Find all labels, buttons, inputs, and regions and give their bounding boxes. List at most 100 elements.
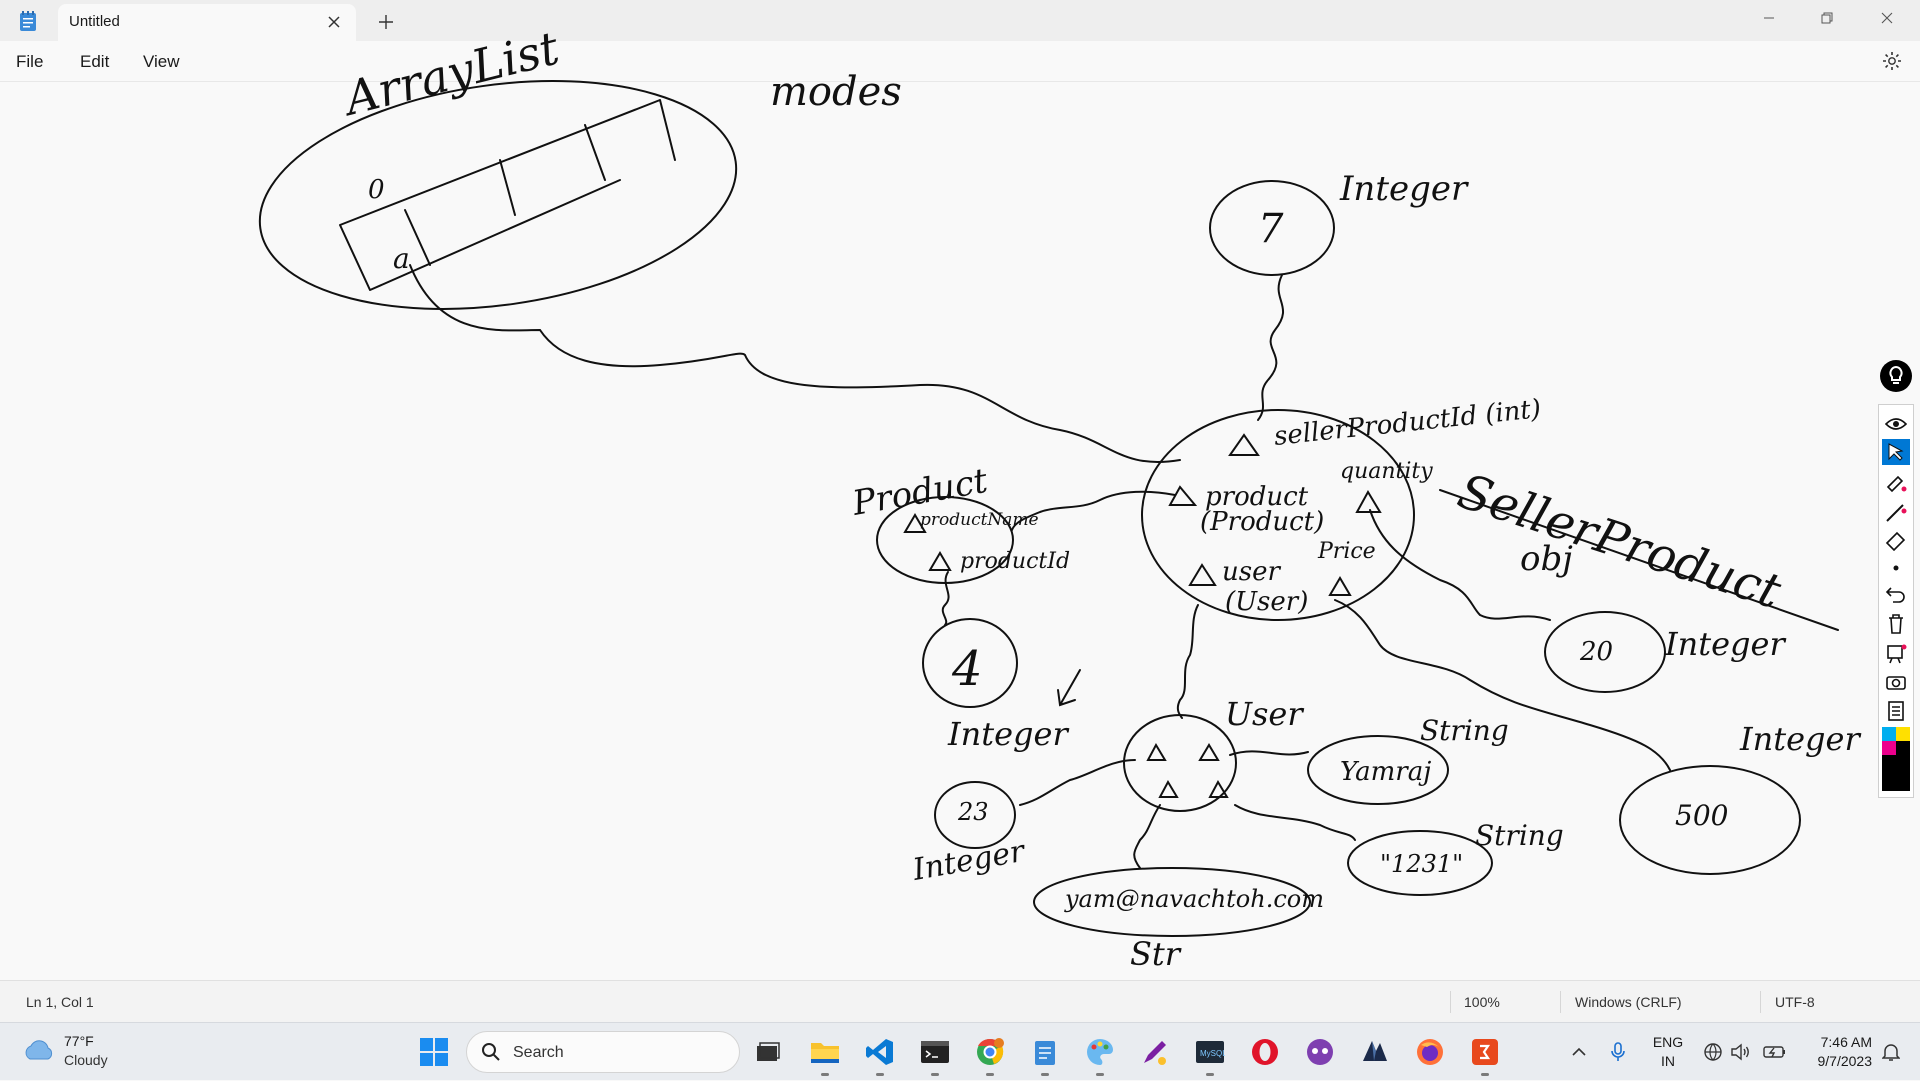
restore-button[interactable] (1798, 0, 1856, 36)
running-indicator (821, 1073, 829, 1076)
pen-clear-button[interactable] (1882, 611, 1910, 637)
taskbar-intellij[interactable] (1355, 1032, 1395, 1072)
clock-date: 9/7/2023 (1817, 1053, 1873, 1069)
color-swatch-yellow[interactable] (1896, 727, 1910, 741)
search-placeholder: Search (513, 1044, 564, 1061)
menu-bar: File Edit View (0, 41, 1920, 82)
pen-size-button[interactable] (1882, 555, 1910, 581)
color-swatch-black-small[interactable] (1896, 741, 1910, 755)
taskbar-paint[interactable] (1080, 1032, 1120, 1076)
microphone-button[interactable] (1604, 1023, 1632, 1081)
pen-clipboard-button[interactable] (1882, 697, 1910, 723)
camera-icon (1886, 676, 1906, 690)
weather-description: Cloudy (64, 1052, 108, 1068)
weather-widget[interactable]: 77°F Cloudy (0, 1023, 130, 1081)
status-divider (1450, 991, 1451, 1013)
color-swatch-black[interactable] (1882, 755, 1910, 791)
chevron-up-icon (1572, 1047, 1586, 1056)
language-indicator[interactable]: ENG IN (1650, 1033, 1686, 1071)
pen-line-icon (1886, 504, 1907, 522)
pen-icon (1144, 1041, 1166, 1065)
color-swatch-cyan[interactable] (1882, 727, 1896, 741)
task-view-icon (757, 1042, 780, 1061)
battery-button[interactable] (1760, 1023, 1790, 1081)
notifications-button[interactable] (1876, 1023, 1906, 1081)
clock-time: 7:46 AM (1820, 1034, 1872, 1050)
recorder-icon (1472, 1039, 1498, 1065)
pen-color-palette[interactable] (1882, 727, 1910, 791)
menu-view[interactable]: View (143, 52, 180, 71)
pen-undo-button[interactable] (1882, 581, 1910, 607)
pen-eraser-button[interactable] (1882, 527, 1910, 553)
eye-icon (1885, 418, 1907, 430)
status-divider (1760, 991, 1761, 1013)
show-hidden-icons-button[interactable] (1565, 1023, 1593, 1081)
pen-toolbar-body (1878, 404, 1914, 798)
taskbar-opera[interactable] (1245, 1032, 1285, 1072)
taskbar-firefox[interactable] (1410, 1032, 1450, 1072)
notepad-app-icon (20, 11, 36, 31)
mysql-workbench-icon: MySQL (1196, 1041, 1225, 1063)
paint-palette-icon (1087, 1039, 1113, 1065)
title-bar: Untitled (0, 0, 1920, 41)
color-swatch-magenta[interactable] (1882, 741, 1896, 755)
taskbar-terminal[interactable] (915, 1032, 955, 1076)
encoding: UTF-8 (1775, 994, 1815, 1010)
taskbar-mysql-workbench[interactable]: MySQL (1190, 1032, 1230, 1076)
status-divider (1560, 991, 1561, 1013)
network-button[interactable] (1700, 1023, 1726, 1081)
volume-button[interactable] (1728, 1023, 1754, 1081)
running-indicator (876, 1073, 884, 1076)
cursor-arrow-icon (1888, 443, 1904, 461)
clipboard-icon (1888, 701, 1904, 721)
notepad-icon (1035, 1041, 1055, 1065)
globe-icon (1704, 1043, 1722, 1061)
cloud-icon (25, 1040, 53, 1060)
pen-board-button[interactable] (1882, 641, 1910, 667)
speaker-icon (1731, 1043, 1749, 1061)
language-region: IN (1661, 1053, 1675, 1069)
line-ending: Windows (CRLF) (1575, 994, 1682, 1010)
pen-ruler-button[interactable] (1882, 499, 1910, 525)
pen-toggle-button[interactable] (1880, 360, 1912, 392)
minimize-button[interactable] (1740, 0, 1798, 36)
taskbar-ink-tool[interactable] (1135, 1032, 1175, 1072)
taskbar-file-explorer[interactable] (805, 1032, 845, 1076)
running-indicator (931, 1073, 939, 1076)
close-icon (1881, 12, 1893, 24)
close-tab-icon[interactable] (322, 10, 346, 34)
running-indicator (1481, 1073, 1489, 1076)
dot-icon (1893, 565, 1899, 571)
windows-start-icon[interactable] (419, 1037, 449, 1067)
new-tab-button[interactable] (374, 10, 398, 34)
weather-temperature: 77°F (64, 1033, 94, 1049)
language-code: ENG (1652, 1034, 1684, 1050)
text-editor-area[interactable] (0, 82, 1920, 980)
undo-icon (1885, 587, 1905, 603)
taskbar-discord-like[interactable] (1300, 1032, 1340, 1072)
whiteboard-icon (1887, 644, 1907, 664)
taskbar: 77°F Cloudy Search MySQL (0, 1022, 1920, 1080)
pen-screenshot-button[interactable] (1882, 669, 1910, 695)
tab-untitled[interactable]: Untitled (58, 4, 356, 41)
pen-highlighter-button[interactable] (1882, 469, 1910, 495)
eraser-icon (1885, 531, 1906, 551)
settings-gear-icon[interactable] (1880, 49, 1904, 73)
pen-cursor-button[interactable] (1882, 439, 1910, 465)
lightbulb-icon (1889, 365, 1903, 384)
menu-edit[interactable]: Edit (80, 52, 110, 71)
cursor-position: Ln 1, Col 1 (26, 994, 94, 1010)
bell-icon (1882, 1044, 1900, 1061)
search-icon (482, 1043, 500, 1061)
taskbar-recorder[interactable] (1465, 1032, 1505, 1076)
taskbar-chrome[interactable] (970, 1032, 1010, 1076)
close-window-button[interactable] (1858, 0, 1916, 36)
taskbar-notepad[interactable] (1025, 1032, 1065, 1076)
clock[interactable]: 7:46 AM 9/7/2023 (1800, 1033, 1873, 1071)
taskbar-vscode[interactable] (860, 1032, 900, 1076)
taskbar-search-box[interactable]: Search (466, 1031, 740, 1073)
bird-icon (1363, 1041, 1387, 1061)
menu-file[interactable]: File (16, 52, 44, 71)
taskbar-task-view[interactable] (748, 1032, 788, 1072)
pen-visibility-button[interactable] (1882, 411, 1910, 437)
